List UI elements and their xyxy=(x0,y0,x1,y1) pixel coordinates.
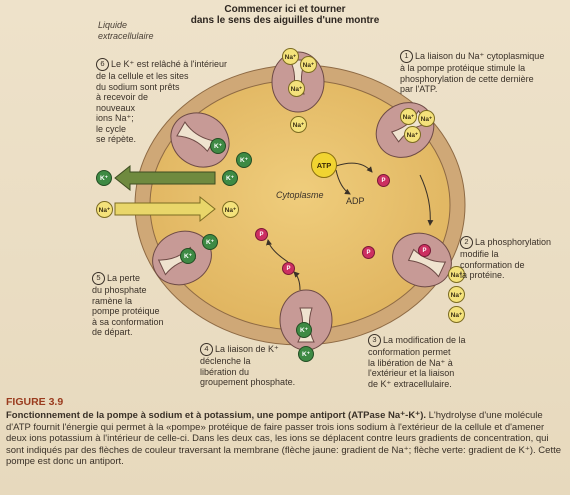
step-text: La liaison de K⁺ déclenche la libération… xyxy=(200,343,296,387)
na-ion: Na⁺ xyxy=(96,201,113,218)
phosphate-release-arrow-a xyxy=(266,239,289,263)
phosphate-release-arrow-b xyxy=(293,271,301,291)
k-ion: K⁺ xyxy=(210,138,226,154)
adp-label: ADP xyxy=(346,196,365,206)
step-text: La phosphorylation modifie la conformati… xyxy=(460,236,552,280)
step-number: 2 xyxy=(460,236,473,249)
k-gradient-arrow xyxy=(114,164,216,192)
caption-text: Fonctionnement de la pompe à sodium et à… xyxy=(6,410,562,468)
na-ion: Na⁺ xyxy=(290,116,307,133)
k-ion: K⁺ xyxy=(202,234,218,250)
atp-to-phosphate-arrow xyxy=(335,162,373,173)
diagram-title: Commencer ici et tourner dans le sens de… xyxy=(190,4,380,26)
step-text: La modification de la conformation perme… xyxy=(368,334,466,389)
step-number: 5 xyxy=(92,272,105,285)
phosphate-group: P xyxy=(362,246,375,259)
phosphate-group: P xyxy=(418,244,431,257)
na-ion: Na⁺ xyxy=(448,286,465,303)
k-ion: K⁺ xyxy=(180,248,196,264)
figure-caption: FIGURE 3.9 Fonctionnement de la pompe à … xyxy=(6,396,562,468)
phosphate-group: P xyxy=(282,262,295,275)
na-ion: Na⁺ xyxy=(404,126,421,143)
pump-protein-bottom xyxy=(279,289,333,351)
k-ion: K⁺ xyxy=(298,346,314,362)
na-ion: Na⁺ xyxy=(222,201,239,218)
na-ion: Na⁺ xyxy=(282,48,299,65)
caption-subtitle: (ATPase Na⁺-K⁺). xyxy=(348,410,426,421)
na-ion: Na⁺ xyxy=(300,56,317,73)
phosphate-group: P xyxy=(377,174,390,187)
step-number: 1 xyxy=(400,50,413,63)
k-ion: K⁺ xyxy=(96,170,112,186)
phosphate-group: P xyxy=(255,228,268,241)
na-ion: Na⁺ xyxy=(400,108,417,125)
atp-molecule: ATP xyxy=(311,152,337,178)
k-ion: K⁺ xyxy=(236,152,252,168)
na-ion: Na⁺ xyxy=(288,80,305,97)
figure-label: FIGURE 3.9 xyxy=(6,396,64,408)
step-number: 3 xyxy=(368,334,381,347)
na-gradient-arrow xyxy=(114,195,216,223)
caption-title: Fonctionnement de la pompe à sodium et à… xyxy=(6,410,346,421)
na-ion: Na⁺ xyxy=(448,306,465,323)
step-number: 6 xyxy=(96,58,109,71)
step-number: 4 xyxy=(200,343,213,356)
step-text: La perte du phosphate ramène la pompe pr… xyxy=(92,272,164,337)
step-text: La liaison du Na⁺ cytoplasmique à la pom… xyxy=(400,50,545,94)
k-ion: K⁺ xyxy=(222,170,238,186)
na-ion: Na⁺ xyxy=(448,266,465,283)
caption-body: L'hydrolyse d'une molécule d'ATP fournit… xyxy=(6,410,562,467)
k-ion: K⁺ xyxy=(296,322,312,338)
cycle-arrow-right xyxy=(419,174,434,226)
step-text: Le K⁺ est relâché à l'intérieur de la ce… xyxy=(96,58,228,144)
cytoplasm-label: Cytoplasme xyxy=(276,190,324,200)
na-ion: Na⁺ xyxy=(418,110,435,127)
pump-protein-lower-right xyxy=(392,232,452,288)
atp-to-adp-arrow xyxy=(335,169,351,195)
outside-label: Liquide extracellulaire xyxy=(98,20,154,41)
